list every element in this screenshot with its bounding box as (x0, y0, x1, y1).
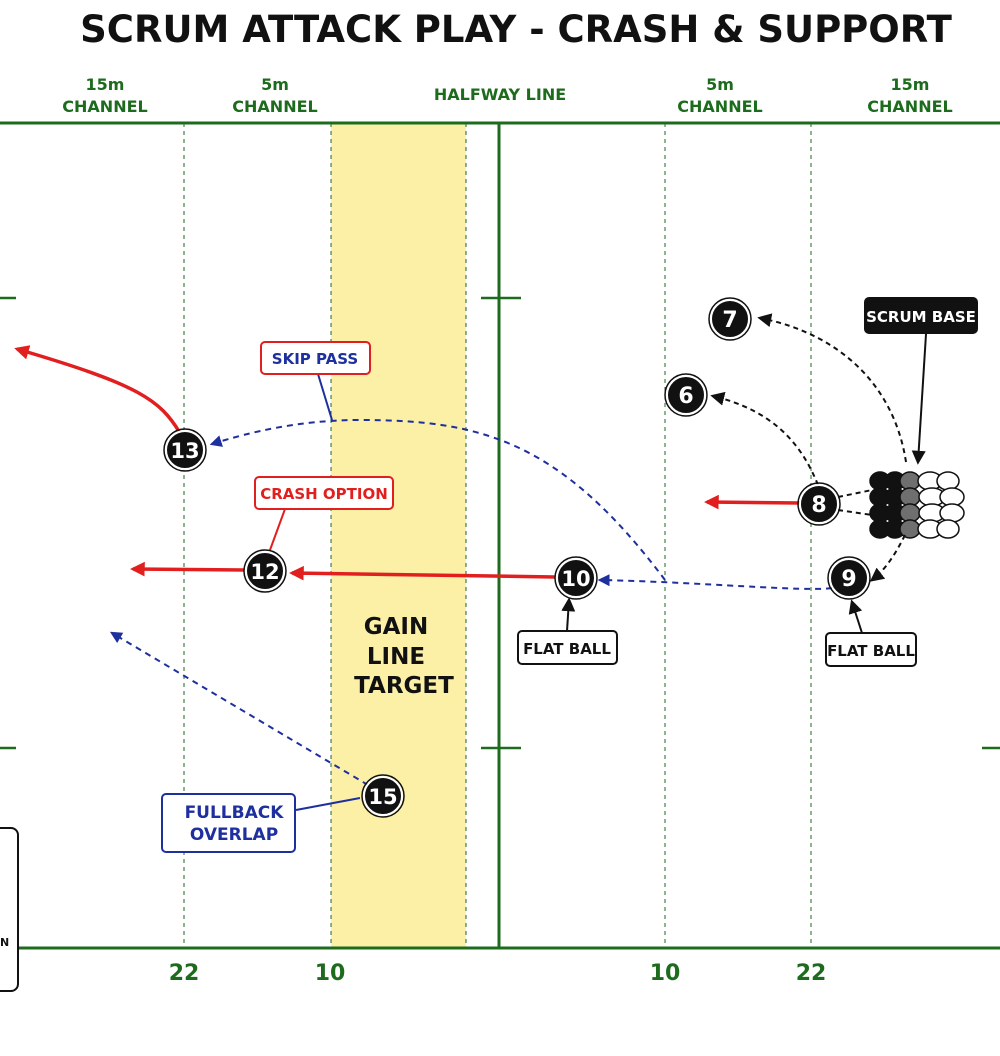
leader-crash-option (269, 508, 286, 551)
support-line-8b (837, 509, 873, 516)
skip-pass-line (209, 418, 666, 581)
gain-line-label: GAIN LINE TARGET (354, 614, 454, 699)
distance-labels: 22 10 10 22 (169, 961, 827, 986)
player-6: 6 (664, 373, 708, 417)
player-15: 15 (361, 774, 405, 818)
leader-fullback-overlap (295, 797, 361, 811)
page-title: SCRUM ATTACK PLAY - CRASH & SUPPORT (80, 8, 952, 51)
player-13-number: 13 (170, 439, 199, 463)
legend-fragment-text: N (0, 936, 9, 949)
gain-line-text-1: GAIN (364, 614, 429, 640)
channel-sub-5m-right: CHANNEL (677, 97, 762, 116)
player-7: 7 (708, 297, 752, 341)
pass-9-to-10 (597, 574, 833, 590)
channel-sub-15m-left: CHANNEL (62, 97, 147, 116)
callout-crash-option: CRASH OPTION (254, 476, 394, 510)
distance-label-22-right: 22 (796, 961, 827, 986)
support-line-7 (757, 313, 907, 463)
pitch-lines (0, 121, 1000, 950)
player-10: 10 (554, 556, 598, 600)
callout-flat-ball-9-text: FLAT BALL (827, 642, 915, 660)
player-7-number: 7 (722, 308, 737, 333)
callout-leaders (269, 333, 927, 811)
support-line-6 (710, 391, 819, 486)
distance-label-10-right: 10 (650, 961, 681, 986)
leader-flat-ball-9 (848, 599, 863, 634)
channel-sub-15m-right: CHANNEL (867, 97, 952, 116)
players: 7 6 8 9 10 12 13 (163, 297, 871, 818)
run-8 (704, 494, 801, 510)
callout-skip-pass-text: SKIP PASS (272, 350, 358, 368)
channel-sub-5m-left: CHANNEL (232, 97, 317, 116)
gain-line-zone (331, 123, 466, 948)
channel-label-5m-right: 5m (706, 75, 734, 94)
channel-label-15m-left: 15m (86, 75, 125, 94)
gain-line-text-3: TARGET (354, 673, 454, 699)
callout-flat-ball-10-text: FLAT BALL (523, 640, 611, 658)
callout-fullback-overlap-text-1: FULLBACK (185, 803, 285, 823)
player-15-number: 15 (368, 785, 397, 809)
halfway-line-label: HALFWAY LINE (434, 85, 566, 104)
player-6-number: 6 (678, 384, 693, 409)
run-lines (14, 345, 801, 581)
callout-fullback-overlap: FULLBACK OVERLAP (161, 793, 296, 853)
run-10-to-12 (289, 565, 556, 581)
callout-fullback-overlap-text-2: OVERLAP (190, 825, 278, 845)
support-lines (710, 313, 907, 582)
run-12 (130, 561, 245, 577)
pass-lines (109, 418, 833, 786)
leader-flat-ball-10 (561, 597, 576, 632)
support-line-8 (837, 489, 873, 498)
callout-scrum-base-text: SCRUM BASE (866, 308, 976, 326)
legend-fragment: N (0, 827, 19, 992)
distance-label-10-left: 10 (315, 961, 346, 986)
channel-label-15m-right: 15m (891, 75, 930, 94)
callout-skip-pass: SKIP PASS (260, 341, 371, 375)
player-12: 12 (243, 549, 287, 593)
player-9: 9 (827, 556, 871, 600)
scrum-pack (869, 471, 965, 539)
leader-skip-pass (317, 373, 333, 421)
fullback-overlap-line (109, 631, 369, 786)
player-10-number: 10 (561, 567, 590, 591)
channel-label-5m-left: 5m (261, 75, 289, 94)
player-12-number: 12 (250, 560, 279, 584)
player-8: 8 (797, 482, 841, 526)
distance-label-22-left: 22 (169, 961, 200, 986)
channel-headers: 15m CHANNEL 5m CHANNEL HALFWAY LINE 5m C… (62, 75, 952, 116)
gain-line-text-2: LINE (367, 644, 425, 670)
leader-scrum-base (911, 333, 927, 465)
player-9-number: 9 (841, 567, 856, 592)
run-13 (14, 345, 182, 434)
callout-flat-ball-10: FLAT BALL (517, 630, 618, 665)
support-line-9 (869, 534, 906, 582)
player-8-number: 8 (811, 493, 826, 518)
player-13: 13 (163, 428, 207, 472)
callout-crash-option-text: CRASH OPTION (260, 485, 388, 503)
callout-scrum-base: SCRUM BASE (864, 297, 978, 334)
callout-flat-ball-9: FLAT BALL (825, 632, 917, 667)
